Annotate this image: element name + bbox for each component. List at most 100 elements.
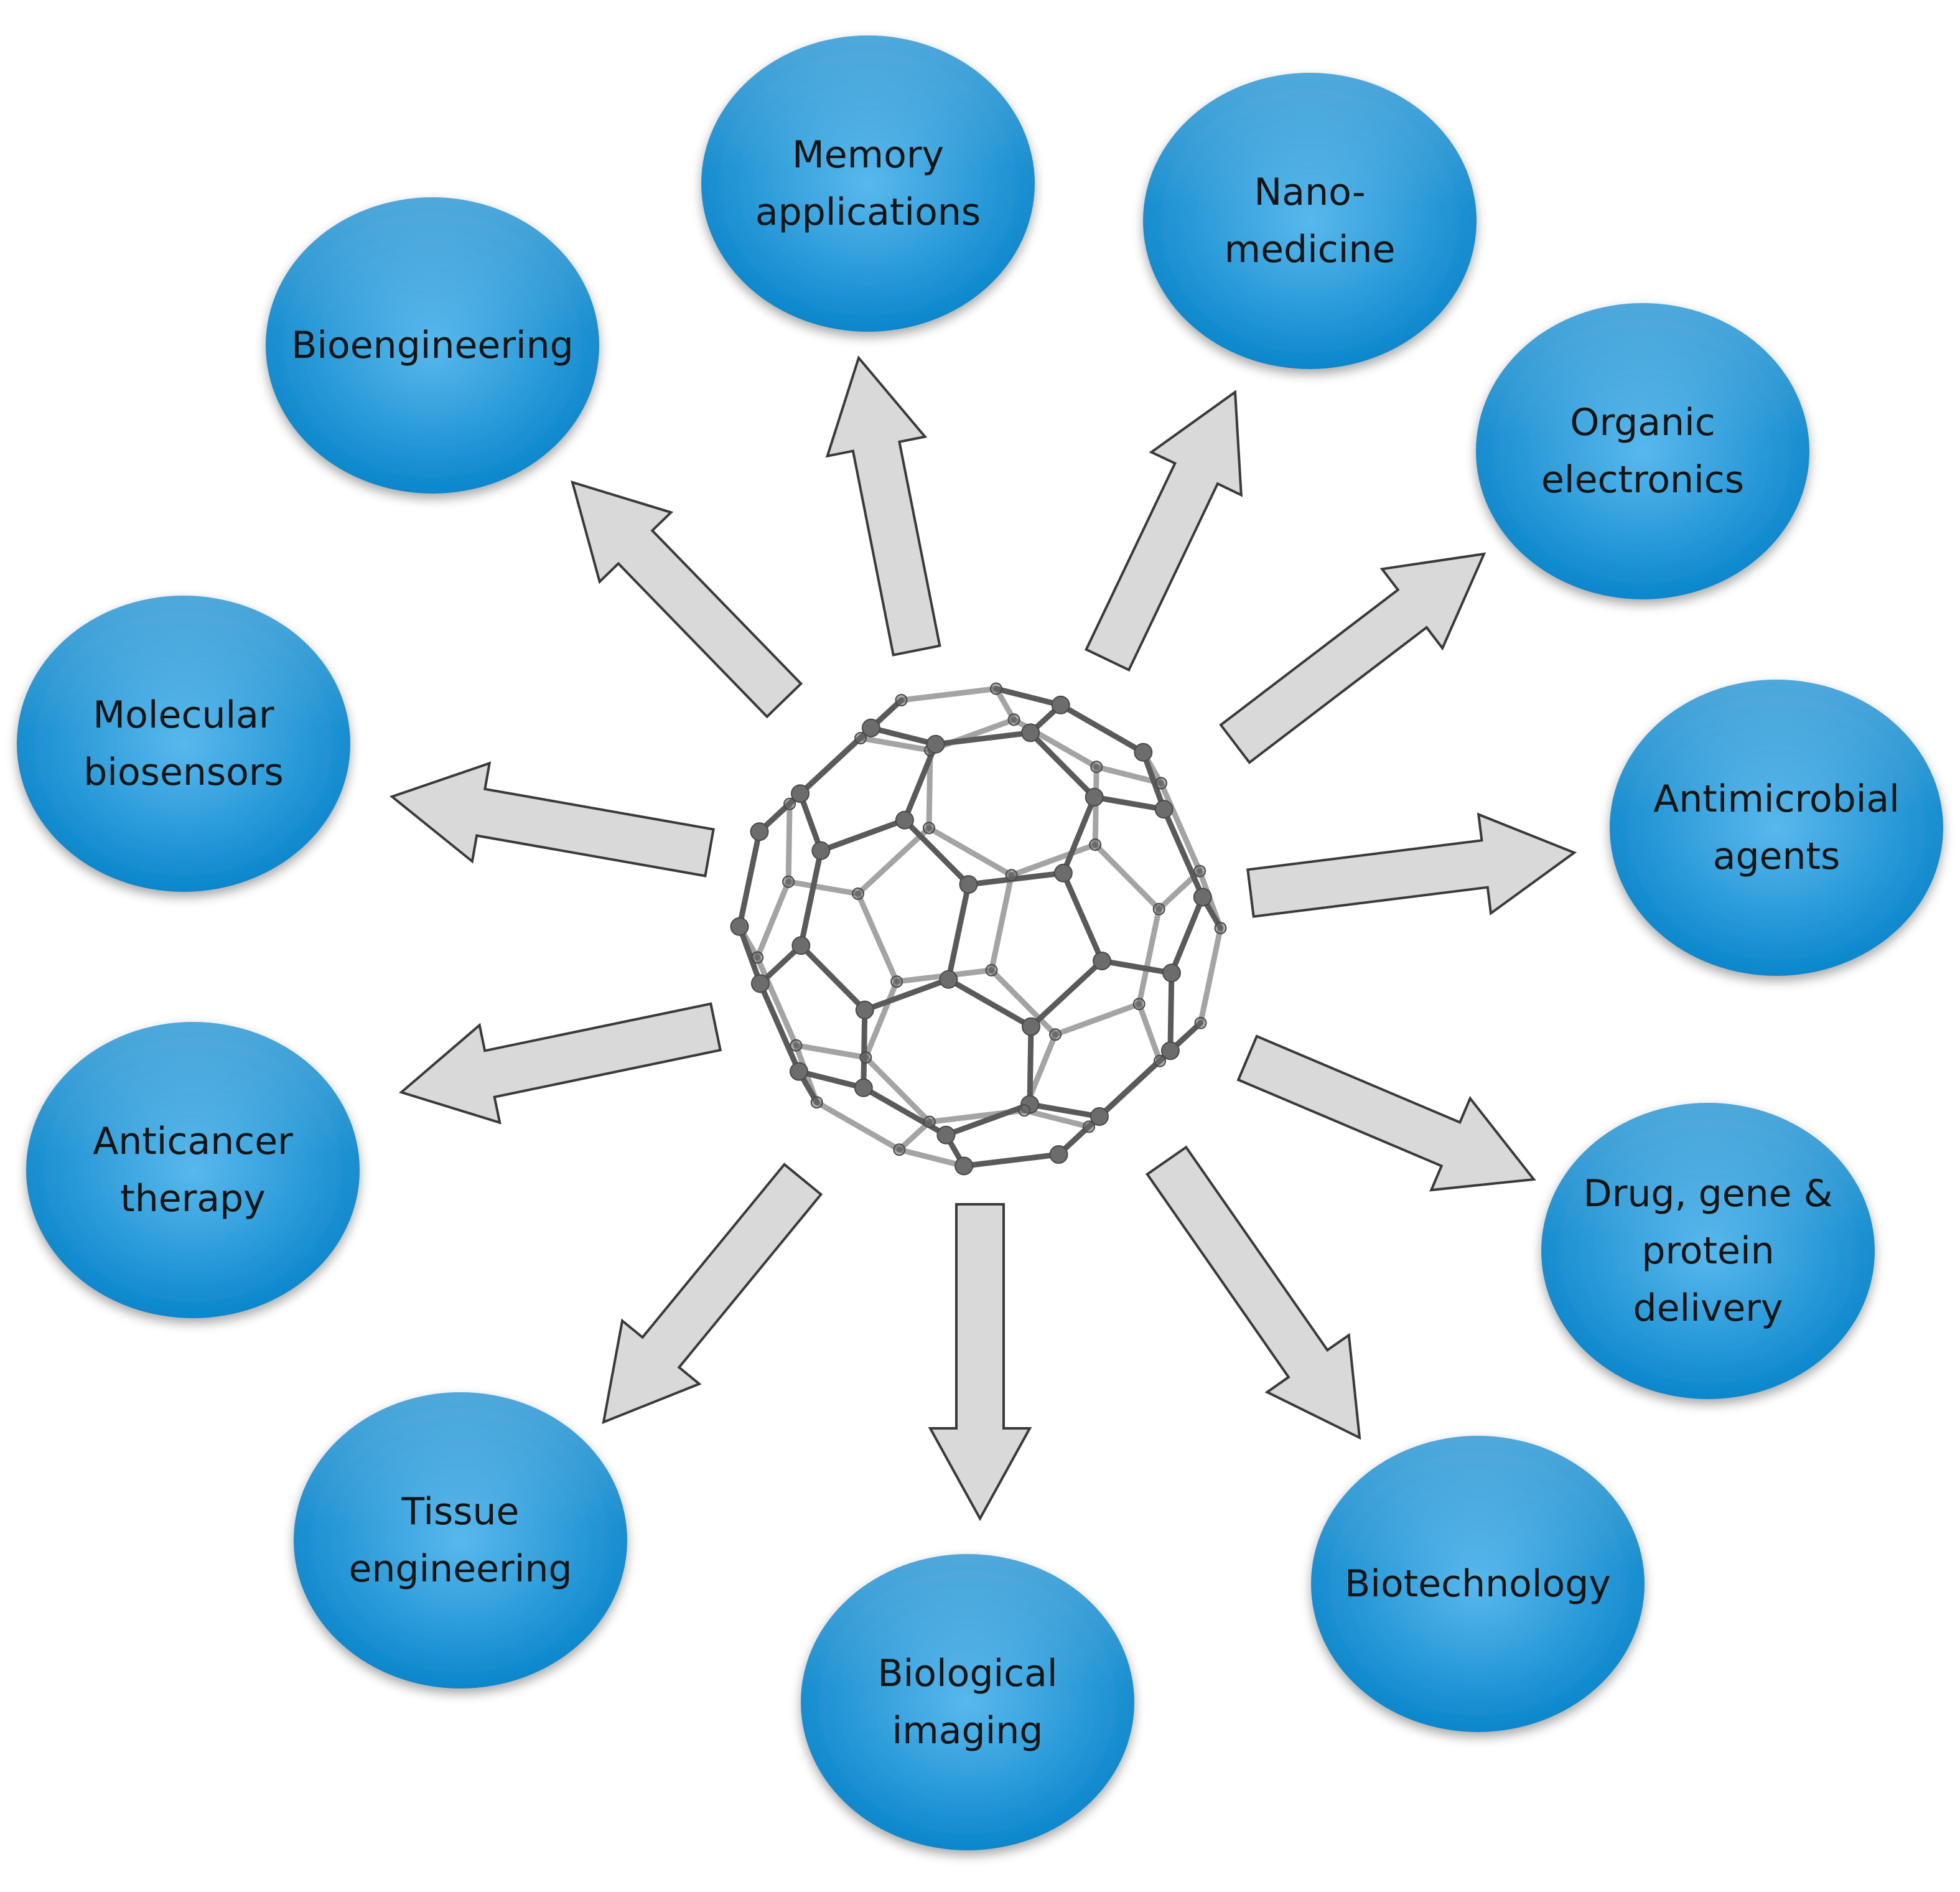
atom	[926, 734, 945, 754]
arrow-to-antimicrobial-agents	[1246, 812, 1577, 918]
atom	[1090, 1107, 1109, 1126]
bond	[1140, 749, 1167, 812]
bond	[902, 817, 971, 887]
bond	[793, 1042, 869, 1061]
bond	[862, 978, 900, 1061]
bond	[797, 790, 824, 854]
node-label-line: delivery	[1633, 1286, 1783, 1330]
atom	[1155, 777, 1167, 790]
atom	[1007, 713, 1020, 726]
arrow-to-molecular-biosensors	[389, 761, 715, 878]
atom	[791, 784, 810, 803]
atom	[1090, 761, 1103, 774]
atom	[890, 975, 903, 988]
atom	[893, 1143, 906, 1156]
atom	[1214, 922, 1227, 935]
node-sheen	[1143, 73, 1477, 369]
node-sheen	[294, 1392, 627, 1688]
node-label-line: Biological	[877, 1652, 1057, 1695]
atom	[855, 1000, 874, 1019]
bond	[945, 976, 1034, 1030]
bond	[1167, 970, 1175, 1054]
atom	[1154, 1054, 1166, 1067]
atom	[923, 822, 935, 835]
atom	[1160, 1041, 1180, 1061]
atom	[1193, 887, 1212, 907]
arrow-to-tissue-engineering	[602, 1163, 823, 1425]
node-label-line: Drug, gene &	[1584, 1172, 1833, 1215]
node-sheen	[266, 197, 599, 494]
node-label-line: imaging	[892, 1709, 1043, 1753]
fullerene-molecule	[730, 682, 1227, 1176]
node-label-line: applications	[755, 190, 981, 234]
node-sheen	[801, 1554, 1134, 1850]
atom	[959, 875, 978, 894]
bond	[898, 686, 999, 703]
atom	[989, 682, 1002, 695]
node-biological-imaging: Biological imaging	[801, 1554, 1134, 1850]
bond	[818, 817, 908, 854]
node-label-line: Organic	[1570, 401, 1715, 444]
node-label-line: therapy	[120, 1177, 266, 1220]
atom	[895, 810, 914, 830]
atom	[895, 694, 908, 706]
atom	[811, 841, 831, 860]
bond	[798, 942, 868, 1013]
bond	[855, 825, 932, 897]
atom	[859, 1051, 872, 1064]
atom	[783, 797, 796, 810]
bond	[862, 976, 951, 1013]
bond	[896, 1146, 967, 1169]
bond	[896, 1119, 933, 1153]
node-sheen	[701, 35, 1035, 332]
bond	[796, 1069, 867, 1091]
bond	[754, 955, 799, 1049]
atom	[1022, 1017, 1040, 1036]
atom	[750, 822, 769, 841]
atom	[1049, 1028, 1062, 1041]
node-sheen	[1311, 1436, 1645, 1732]
atom	[1193, 864, 1206, 878]
bond	[1060, 870, 1105, 964]
atom	[751, 951, 764, 964]
bond	[785, 879, 861, 897]
bond	[862, 1054, 933, 1125]
node-bioengineering: Bioengineering	[266, 197, 599, 494]
bond	[1060, 794, 1098, 876]
atom	[782, 875, 795, 888]
node-sheen	[26, 1022, 360, 1318]
atom	[790, 1062, 808, 1081]
bond	[989, 872, 1015, 973]
node-sheen	[1610, 680, 1943, 976]
atom	[1093, 952, 1111, 970]
atom	[1154, 800, 1174, 819]
atom	[1134, 742, 1153, 762]
atom	[954, 1156, 974, 1176]
bond	[1161, 806, 1206, 900]
bond	[1027, 1024, 1034, 1108]
bond	[798, 848, 824, 948]
node-label-line: Tissue	[401, 1490, 520, 1534]
arrow-to-bioengineering	[571, 480, 803, 719]
arrow-to-nano-medicine	[1085, 390, 1243, 672]
atom	[861, 718, 880, 738]
atom	[791, 936, 811, 955]
node-tissue-engineering: Tissue engineering	[294, 1392, 627, 1688]
bond	[861, 1007, 868, 1091]
bond	[943, 1102, 1033, 1138]
node-label-line: engineering	[348, 1547, 572, 1591]
node-sheen	[1476, 303, 1809, 599]
bond	[1027, 1102, 1103, 1120]
atom	[750, 974, 770, 993]
bond	[933, 729, 1034, 747]
node-biotechnology: Biotechnology	[1311, 1436, 1645, 1732]
atom	[1162, 963, 1181, 983]
node-label-line: biosensors	[83, 751, 284, 794]
bond	[785, 801, 793, 885]
node-label-line: electronics	[1541, 458, 1744, 502]
bond	[1052, 1001, 1142, 1037]
